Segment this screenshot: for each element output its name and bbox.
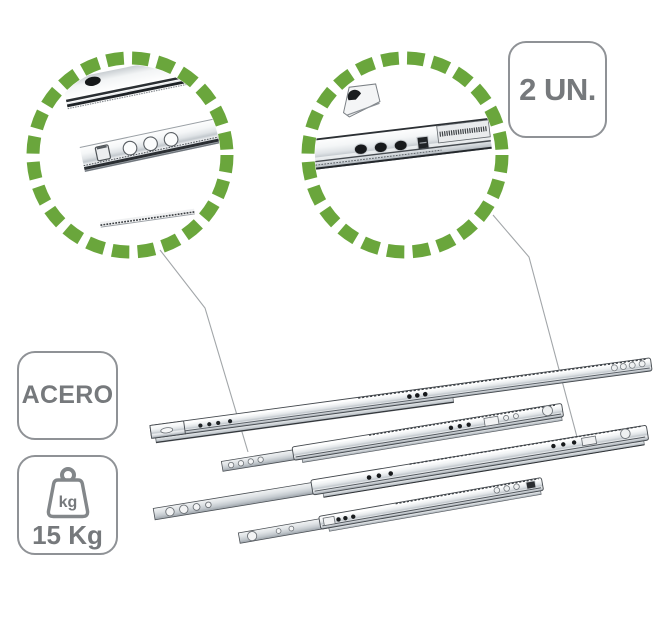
units-badge: 2 UN. [508,41,607,138]
weight-icon-unit-label: kg [58,494,77,511]
drawer-slide-3 [152,425,649,521]
right-magnifier-ring [301,51,509,259]
right-magnifier-detail [315,83,492,170]
material-badge-label: ACERO [21,381,114,409]
drawer-slide-2 [220,403,564,472]
left-magnifier-ring [26,51,234,259]
left-magnifier-detail [62,65,220,228]
right-connector-line [492,214,578,438]
drawer-slide-1 [149,357,653,444]
drawer-slide-4 [237,477,544,544]
right-magnifier [301,51,509,259]
material-badge: ACERO [17,351,118,440]
weight-kg-icon: kg [46,466,89,518]
drawer-slides [149,357,653,544]
weight-badge-label: 15 Kg [32,519,103,550]
left-connector-line [159,249,249,453]
weight-badge: kg 15 Kg [17,455,118,555]
units-badge-label: 2 UN. [519,71,596,107]
left-magnifier [26,51,234,259]
